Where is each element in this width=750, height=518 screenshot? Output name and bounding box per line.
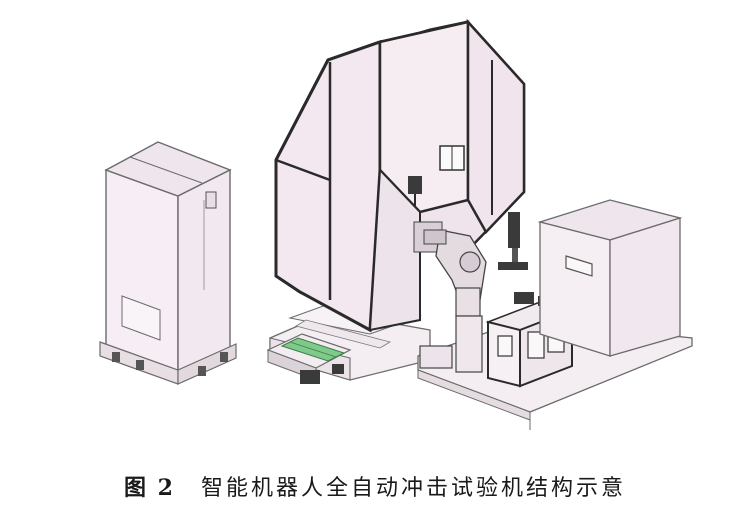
sensor-tower (498, 212, 528, 270)
protective-enclosure (537, 199, 683, 357)
specimen-conveyor (266, 333, 352, 384)
caption-label: 图 2 (124, 475, 175, 501)
caption-text: 智能机器人全自动冲击试验机结构示意 (200, 476, 626, 501)
figure-caption: 图 2 智能机器人全自动冲击试验机结构示意 (0, 466, 750, 506)
machine-diagram (99, 18, 693, 430)
robot-arm (423, 229, 487, 317)
control-cabinet (99, 141, 237, 385)
pendulum-frame (274, 18, 526, 333)
